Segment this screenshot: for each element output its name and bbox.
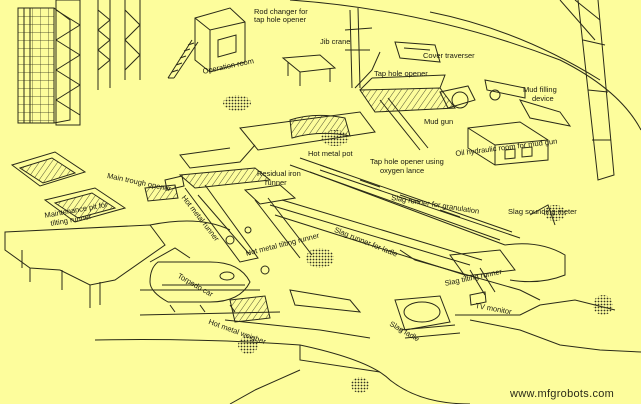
- slag-runner-granulation: [289, 157, 521, 246]
- label-tap-hole-oxygen-2: oxygen lance: [380, 166, 425, 175]
- hot-metal-weigher: [229, 295, 271, 323]
- rod-changer: [281, 54, 337, 86]
- cover-traverser: [394, 41, 441, 63]
- equipment-details: [164, 175, 270, 275]
- slag-ladle: [394, 295, 461, 339]
- label-rod-changer-2: tap hole opener: [254, 15, 307, 24]
- operation-room-building: [167, 7, 246, 79]
- label-residual-iron-2: runner: [265, 178, 287, 187]
- watermark: www.mfgrobots.com: [510, 388, 615, 400]
- jib-crane: [344, 7, 381, 89]
- label-cover-traverser: Cover traverser: [423, 51, 475, 60]
- ground-patches: [223, 95, 613, 393]
- label-slag-sounding: Slag sounding meter: [508, 207, 577, 216]
- mud-filling-device: [484, 79, 572, 127]
- label-rod-changer: Rod changer for: [254, 7, 308, 16]
- oil-hydraulic-room: [467, 121, 549, 166]
- label-jib-crane: Jib crane: [320, 37, 351, 46]
- label-mud-filling-2: device: [532, 94, 554, 103]
- label-tap-hole-oxygen: Tap hole opener using: [370, 157, 444, 166]
- slag-tilting-runner: [449, 243, 566, 296]
- label-hot-metal-pot: Hot metal pot: [308, 149, 353, 158]
- label-tap-hole-opener: Tap hole opener: [374, 69, 428, 78]
- label-residual-iron: Residual iron: [257, 169, 301, 178]
- floor-platform: [4, 220, 231, 308]
- ground-lines: [94, 249, 641, 404]
- maintenance-pit: [10, 151, 127, 223]
- label-mud-gun: Mud gun: [424, 117, 454, 126]
- label-mud-filling: Mud filling: [523, 85, 557, 94]
- hot-metal-runner: [178, 167, 313, 263]
- furnace-outline: [289, 0, 641, 131]
- right-column: [577, 0, 615, 181]
- left-building: [17, 7, 71, 124]
- tv-monitor-device: [469, 291, 487, 306]
- tap-hole-area: [359, 74, 456, 151]
- lattice-tower: [55, 0, 141, 126]
